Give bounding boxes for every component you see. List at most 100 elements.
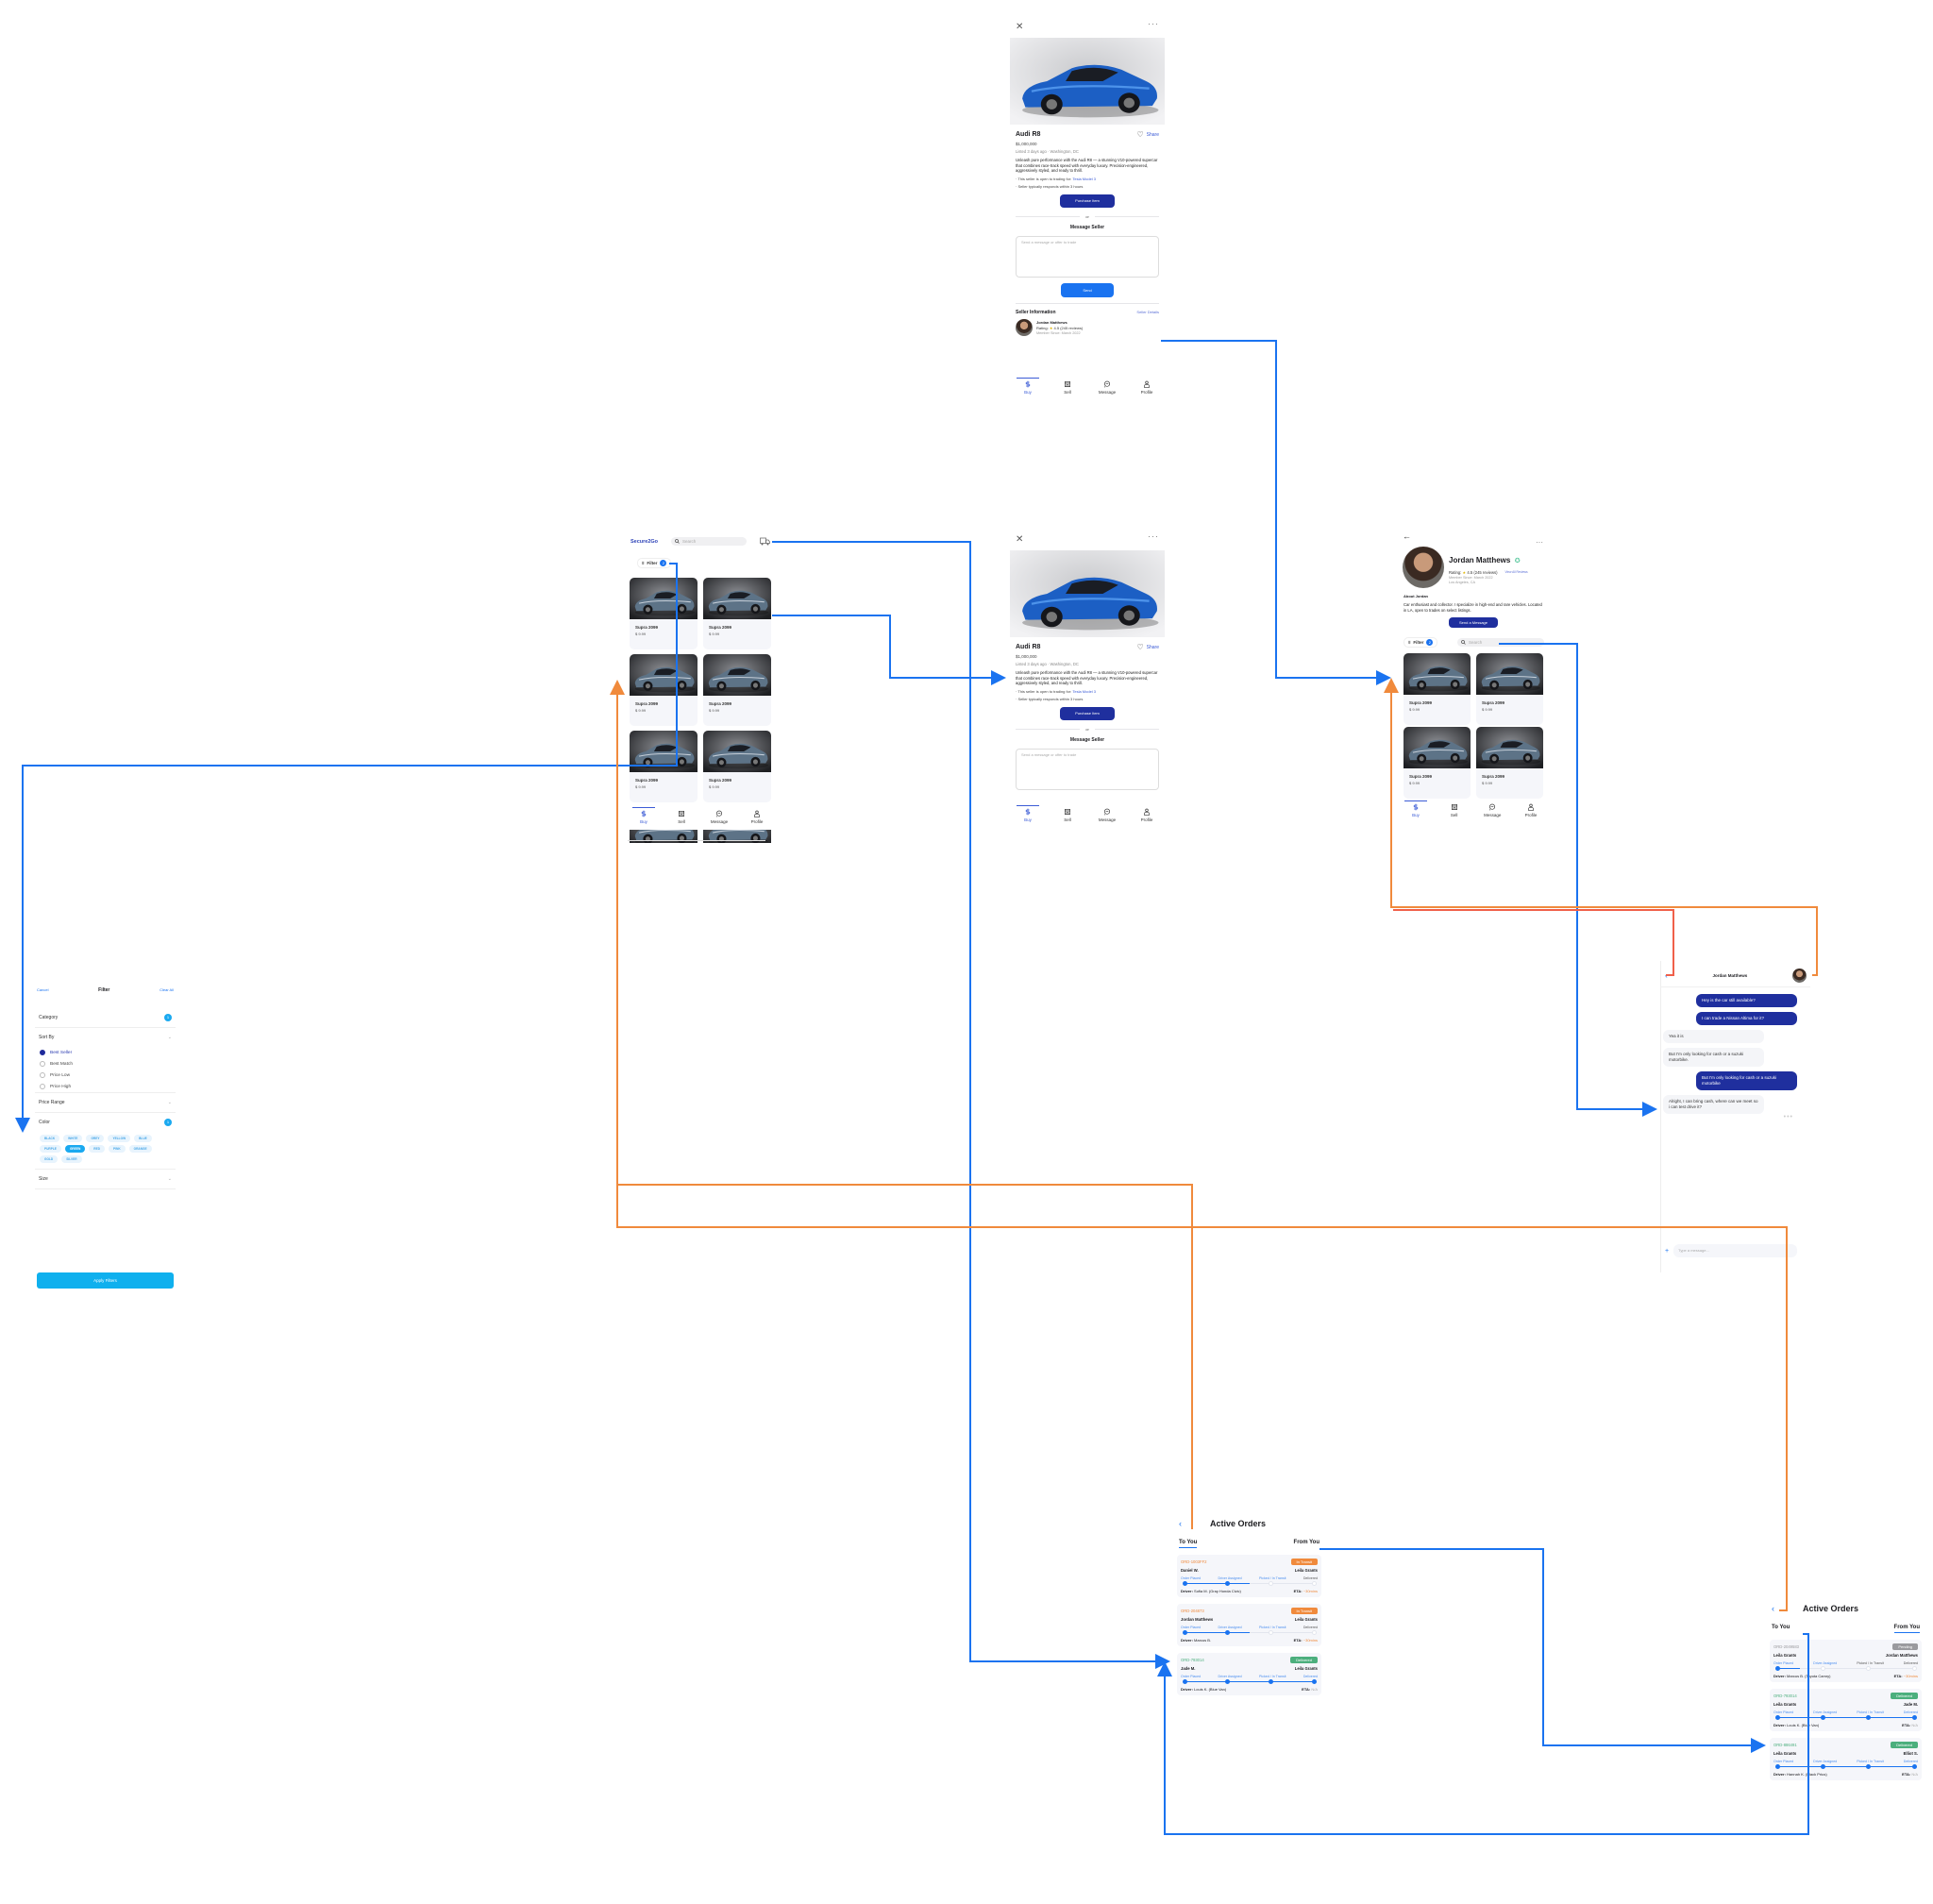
search-placeholder: Search: [682, 539, 697, 544]
tab-message[interactable]: Message: [1093, 805, 1121, 828]
seller-avatar[interactable]: [1016, 318, 1033, 336]
tab-buy[interactable]: Buy: [1014, 805, 1042, 828]
more-icon[interactable]: ···: [1148, 19, 1159, 28]
truck-icon[interactable]: [760, 537, 770, 546]
eta-label: ETA:: [1902, 1723, 1911, 1727]
share-link[interactable]: Share: [1146, 131, 1159, 138]
listing-card[interactable]: Supra 2099$ 9.99: [630, 578, 698, 649]
tab-to-you[interactable]: To You: [1179, 1540, 1198, 1548]
close-icon[interactable]: ✕: [1016, 534, 1024, 545]
contact-avatar[interactable]: [1792, 969, 1807, 983]
message-input[interactable]: Send a message or offer to trade: [1016, 235, 1159, 278]
close-icon[interactable]: ✕: [1016, 22, 1024, 32]
listing-card[interactable]: Supra 2099$ 9.99: [703, 578, 771, 649]
message-input[interactable]: Send a message or offer to trade: [1016, 748, 1159, 790]
heart-icon[interactable]: ♡: [1136, 643, 1144, 651]
size-row[interactable]: Size⌄: [35, 1169, 176, 1189]
color-chip[interactable]: GOLD: [40, 1155, 59, 1163]
tab-message[interactable]: Message: [1478, 800, 1506, 823]
tab-profile[interactable]: Profile: [1133, 378, 1161, 400]
color-chip[interactable]: PINK: [109, 1145, 126, 1153]
color-chip[interactable]: WHITE: [63, 1135, 83, 1142]
send-a-message-button[interactable]: Send a Message: [1449, 617, 1498, 629]
color-chip[interactable]: RED: [89, 1145, 106, 1153]
tab-sell[interactable]: Sell: [1053, 378, 1082, 400]
star-icon: ★: [1462, 570, 1467, 575]
listing-card[interactable]: Supra 2099$ 9.99: [1404, 653, 1471, 726]
sort-option[interactable]: Best Seller: [35, 1047, 176, 1058]
listing-card[interactable]: Supra 2099$ 9.99: [1476, 727, 1543, 800]
tab-profile[interactable]: Profile: [1517, 800, 1545, 823]
sort-by-row[interactable]: Sort By⌄: [35, 1028, 176, 1047]
listing-card[interactable]: Supra 2099$ 9.99: [1404, 727, 1471, 800]
listing-card[interactable]: Supra 2099$ 9.99: [703, 654, 771, 726]
trade-item-link[interactable]: Tesla Model 3: [1072, 688, 1097, 694]
tab-sell[interactable]: Sell: [1053, 805, 1082, 828]
color-chip[interactable]: GREEN: [64, 1145, 86, 1153]
sort-option[interactable]: Price Low: [35, 1070, 176, 1081]
color-chip[interactable]: PURPLE: [40, 1145, 61, 1153]
tab-message[interactable]: Message: [1093, 378, 1121, 400]
color-chip[interactable]: SILVER: [61, 1155, 82, 1163]
more-icon[interactable]: ···: [1536, 538, 1543, 547]
tab-from-you[interactable]: From You: [1893, 1625, 1920, 1633]
card-title: Supra 2099: [709, 625, 732, 630]
send-button[interactable]: Send: [1061, 282, 1114, 297]
listing-card[interactable]: Supra 2099$ 9.99: [1476, 653, 1543, 726]
back-arrow-icon[interactable]: ←: [1403, 531, 1411, 541]
share-group[interactable]: ♡Share: [1136, 130, 1159, 139]
sort-option[interactable]: Best Match: [35, 1058, 176, 1070]
tab-buy[interactable]: Buy: [630, 807, 658, 830]
back-chevron-icon[interactable]: ‹: [1772, 1604, 1774, 1613]
listing-meta: Listed 3 days ago · Washington, DC: [1016, 662, 1079, 666]
tab-message[interactable]: Message: [705, 807, 733, 830]
apply-filters-button[interactable]: Apply Filters: [37, 1272, 174, 1289]
listing-card[interactable]: Supra 2099$ 9.99: [703, 731, 771, 802]
more-icon[interactable]: ···: [1148, 531, 1159, 541]
tab-profile[interactable]: Profile: [1133, 805, 1161, 828]
view-all-reviews-link[interactable]: View All Reviews: [1504, 570, 1528, 574]
tab-buy[interactable]: Buy: [1014, 378, 1042, 400]
seller-details-link[interactable]: Seller Details: [1136, 309, 1159, 314]
price-range-row[interactable]: Price Range⌄: [35, 1092, 176, 1113]
trade-item-link[interactable]: Tesla Model 3: [1072, 176, 1097, 181]
search-input[interactable]: Search: [1457, 638, 1544, 648]
color-chip[interactable]: YELLOW: [108, 1135, 131, 1142]
color-chip[interactable]: BLACK: [40, 1135, 60, 1142]
listing-card[interactable]: Supra 2099$ 9.99: [630, 731, 698, 802]
color-chip[interactable]: BLUE: [134, 1135, 152, 1142]
color-chip[interactable]: ORANGE: [128, 1145, 152, 1153]
tab-profile[interactable]: Profile: [743, 807, 771, 830]
sort-option[interactable]: Price High: [35, 1081, 176, 1092]
purchase-button[interactable]: Purchase Item: [1060, 706, 1115, 720]
share-group[interactable]: ♡Share: [1136, 643, 1159, 651]
tab-sell[interactable]: Sell: [1440, 800, 1469, 823]
step-dot: [1182, 1581, 1187, 1586]
tab-to-you[interactable]: To You: [1772, 1625, 1790, 1630]
back-chevron-icon[interactable]: ‹: [1665, 971, 1668, 980]
tab-buy[interactable]: Buy: [1402, 800, 1430, 823]
heart-icon[interactable]: ♡: [1136, 130, 1144, 139]
tab-from-you[interactable]: From You: [1293, 1540, 1319, 1545]
purchase-button[interactable]: Purchase Item: [1060, 194, 1115, 208]
cancel-button[interactable]: Cancel: [37, 987, 49, 992]
clear-all-button[interactable]: Clear All: [160, 987, 174, 992]
back-chevron-icon[interactable]: ‹: [1179, 1519, 1182, 1528]
plus-icon[interactable]: +: [1665, 1247, 1670, 1255]
message-input[interactable]: Type a message...: [1673, 1244, 1797, 1257]
tab-sell[interactable]: Sell: [667, 807, 696, 830]
share-link[interactable]: Share: [1146, 644, 1159, 650]
listing-card[interactable]: Supra 2099$ 9.99: [630, 654, 698, 726]
color-chip[interactable]: GREY: [86, 1135, 105, 1142]
search-input[interactable]: Search: [671, 537, 748, 546]
